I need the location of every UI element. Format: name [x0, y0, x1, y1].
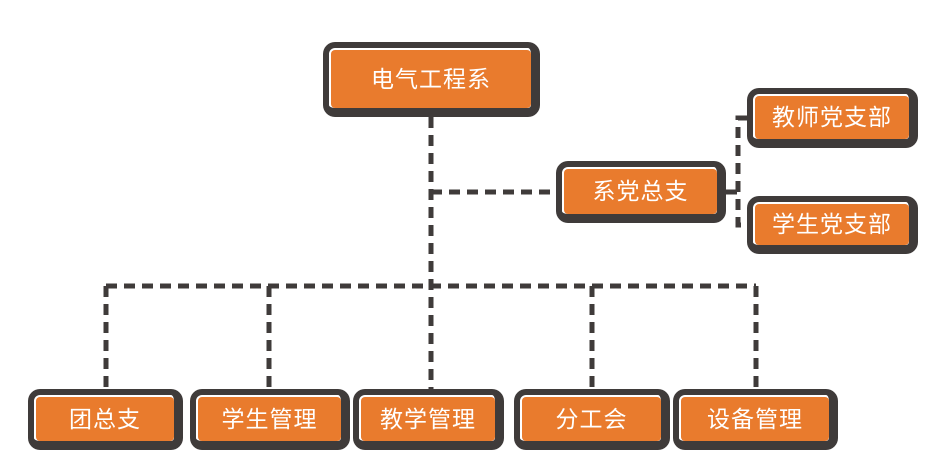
node-fill: 电气工程系 — [331, 50, 531, 108]
node-teaching-management[interactable]: 教学管理 — [353, 389, 504, 450]
node-fill: 分工会 — [522, 397, 661, 441]
node-student-management[interactable]: 学生管理 — [190, 389, 350, 450]
node-label: 设备管理 — [707, 405, 803, 432]
node-label: 团总支 — [69, 405, 141, 432]
connector-party-children-bracket — [735, 115, 747, 228]
node-label: 学生党支部 — [772, 211, 892, 237]
node-fill: 团总支 — [36, 397, 174, 441]
node-equipment-management[interactable]: 设备管理 — [673, 389, 838, 450]
node-fill: 学生管理 — [198, 397, 341, 441]
node-fill: 教学管理 — [361, 397, 495, 441]
node-fill: 设备管理 — [681, 397, 829, 441]
node-fill: 学生党支部 — [755, 204, 909, 245]
node-teacher-party-branch[interactable]: 教师党支部 — [747, 88, 918, 148]
node-youth-league[interactable]: 团总支 — [28, 389, 183, 450]
node-label: 学生管理 — [221, 405, 318, 432]
node-fill: 系党总支 — [564, 169, 717, 214]
node-electrical-engineering-dept[interactable]: 电气工程系 — [323, 42, 540, 117]
node-label: 分工会 — [555, 405, 628, 432]
node-label: 教师党支部 — [772, 104, 892, 130]
node-party-general-branch[interactable]: 系党总支 — [556, 161, 726, 223]
node-sub-trade-union[interactable]: 分工会 — [514, 389, 670, 450]
node-label: 电气工程系 — [371, 65, 491, 92]
node-label: 教学管理 — [380, 405, 476, 432]
node-fill: 教师党支部 — [755, 96, 909, 139]
node-student-party-branch[interactable]: 学生党支部 — [747, 196, 918, 254]
node-label: 系党总支 — [592, 178, 689, 204]
